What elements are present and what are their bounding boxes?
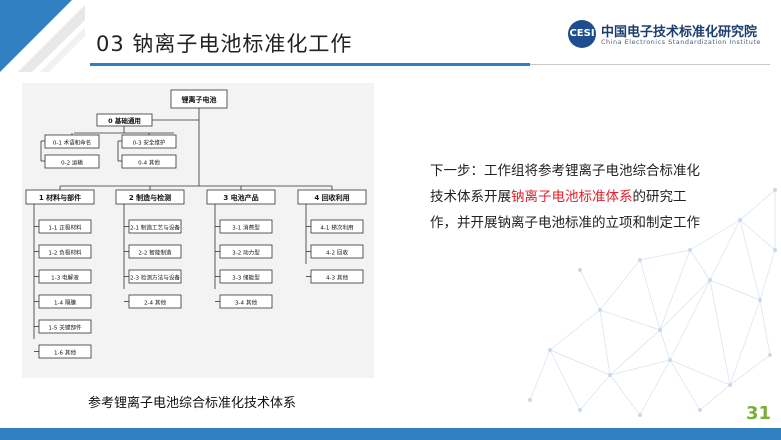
group-3-item-4-label: 3-4 其他	[235, 299, 258, 307]
group-4-item-2-box	[310, 244, 364, 259]
next-step-text-after: 的研究工作，并开展钠离子电池标准的立项和制定工作	[430, 189, 700, 231]
group-4-item-3-box	[310, 269, 364, 284]
root-node-label: 锂离子电池	[182, 95, 217, 104]
basic-item-4-label: 0-4 其他	[138, 159, 160, 167]
group-3-label: 3 电池产品	[223, 193, 258, 202]
group-1-item-6-box	[38, 344, 92, 359]
group-1-item-4-box	[38, 294, 92, 309]
basic-item-1-box	[44, 134, 100, 149]
logo-name-en: China Electronics Standardization Instit…	[601, 38, 761, 46]
group-4-box	[297, 189, 367, 205]
bottom-bar	[0, 428, 781, 440]
group-2-label: 2 制造与检测	[129, 193, 171, 202]
group-3-item-2-label: 3-2 动力型	[232, 249, 260, 257]
group-3-item-4-box	[219, 294, 273, 309]
group-4-item-1-box	[310, 219, 364, 234]
group-3-item-3-label: 3-3 储能型	[232, 274, 260, 282]
group-1-item-4-label: 1-4 隔膜	[54, 299, 77, 307]
diagram-caption: 参考锂离子电池综合标准化技术体系	[88, 396, 297, 411]
group-4-item-2-label: 4-2 回收	[326, 249, 349, 257]
group-1-label: 1 材料与部件	[39, 193, 81, 202]
logo-name-cn: 中国电子技术标准化研究院	[601, 25, 758, 40]
basic-item-3-label: 0-3 安全维护	[133, 139, 166, 147]
group-3-item-2-box	[219, 244, 273, 259]
basic-item-3-box	[121, 134, 177, 149]
group-1-item-6-label: 1-6 其他	[54, 349, 77, 357]
group-2-item-3-label: 2-3 检测方法与设备	[130, 274, 180, 282]
tree-svg: 锂离子电池 0 基础通用 0-1 术语和命名 0-2 运输 0-3 安全维护 0-4 其他…	[25, 89, 367, 359]
group-2-box	[115, 189, 185, 205]
basic-item-2-box	[44, 154, 100, 169]
group-1-item-1-box	[38, 219, 92, 234]
group-4-item-3-label: 4-3 其他	[326, 274, 349, 282]
group-3-item-1-box	[219, 219, 273, 234]
basic-item-4-box	[121, 154, 177, 169]
cesi-logo: CESI 中国电子技术标准化研究院 China Electronics Stan…	[568, 20, 778, 52]
group-1-item-3-box	[38, 269, 92, 284]
group-2-item-4-box	[128, 294, 182, 309]
group-2-item-3-box	[128, 269, 182, 284]
next-step-text-before: 下一步：工作组将参考锂离子电池综合标准化技术体系开展	[430, 163, 700, 205]
next-step-highlight: 钠离子电池标准体系	[511, 189, 633, 205]
group-1-item-2-box	[38, 244, 92, 259]
title-underline	[90, 63, 530, 66]
group-2-item-2-box	[128, 244, 182, 259]
title-underline-gray	[530, 64, 770, 65]
standard-system-diagram: 锂离子电池 0 基础通用 0-1 术语和命名 0-2 运输 0-3 安全维护 0-4 其他…	[22, 83, 374, 378]
group-3-item-1-label: 3-1 消费型	[232, 224, 260, 232]
basic-item-1-label: 0-1 术语和命名	[53, 139, 91, 147]
group-4-item-1-label: 4-1 梯次利用	[320, 224, 353, 232]
slide-title: 03 钠离子电池标准化工作	[96, 32, 353, 56]
group-1-box	[25, 189, 95, 205]
group-2-item-4-label: 2-4 其他	[144, 299, 167, 307]
page-number: 31	[746, 403, 772, 424]
corner-decoration	[0, 0, 85, 72]
basic-node-box	[96, 113, 153, 127]
group-1-item-1-label: 1-1 正极材料	[48, 224, 82, 232]
group-3-box	[206, 189, 276, 205]
group-1-item-3-label: 1-3 电解液	[51, 274, 79, 282]
group-1-item-5-label: 1-5 关键部件	[48, 324, 82, 332]
group-2-item-1-box	[128, 219, 182, 234]
network-decoration	[528, 188, 777, 417]
group-2-item-2-label: 2-2 智能制造	[138, 249, 172, 257]
basic-node-label: 0 基础通用	[108, 116, 141, 125]
logo-mark: CESI	[568, 20, 596, 48]
group-4-label: 4 回收利用	[314, 193, 349, 202]
group-2-item-1-label: 2-1 制造工艺与设备	[130, 224, 180, 232]
basic-item-2-label: 0-2 运输	[61, 159, 83, 167]
group-3-item-3-box	[219, 269, 273, 284]
group-1-item-5-box	[38, 319, 92, 334]
next-step-text: 下一步：工作组将参考锂离子电池综合标准化技术体系开展钠离子电池标准体系的研究工作…	[430, 158, 710, 236]
group-1-item-2-label: 1-2 负极材料	[48, 249, 82, 257]
